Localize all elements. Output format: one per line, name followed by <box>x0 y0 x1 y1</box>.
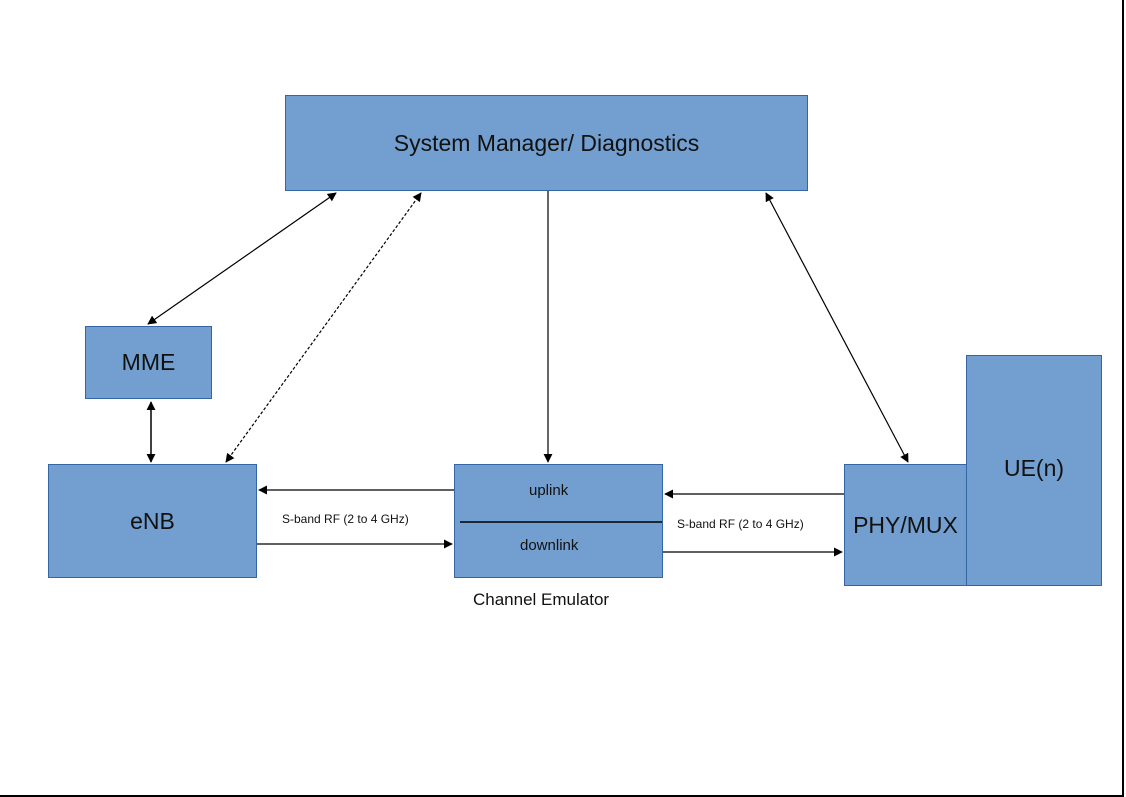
system-manager-label: System Manager/ Diagnostics <box>393 129 700 156</box>
channel-emulator-box <box>454 464 663 578</box>
phy-mux-label: PHY/MUX <box>853 511 958 538</box>
ue-box: UE(n) <box>966 355 1102 586</box>
channel-emulator-downlink-label: downlink <box>520 537 579 554</box>
phy-mux-box: PHY/MUX <box>844 464 967 586</box>
channel-emulator-uplink-label: uplink <box>529 482 569 499</box>
system-manager-box: System Manager/ Diagnostics <box>285 95 808 191</box>
ue-label: UE(n) <box>1003 455 1065 481</box>
phy-link-label: S-band RF (2 to 4 GHz) <box>677 517 804 531</box>
enb-link-label: S-band RF (2 to 4 GHz) <box>282 512 409 526</box>
sysmgr-phy-arrow <box>765 192 909 463</box>
sysmgr-enb-dotted-arrow <box>225 192 422 463</box>
sysmgr-mme-arrow <box>147 192 337 325</box>
mme-label: MME <box>121 349 176 375</box>
enb-box: eNB <box>48 464 257 578</box>
enb-label: eNB <box>130 507 175 534</box>
channel-emulator-caption: Channel Emulator <box>473 590 610 609</box>
mme-box: MME <box>85 326 212 399</box>
